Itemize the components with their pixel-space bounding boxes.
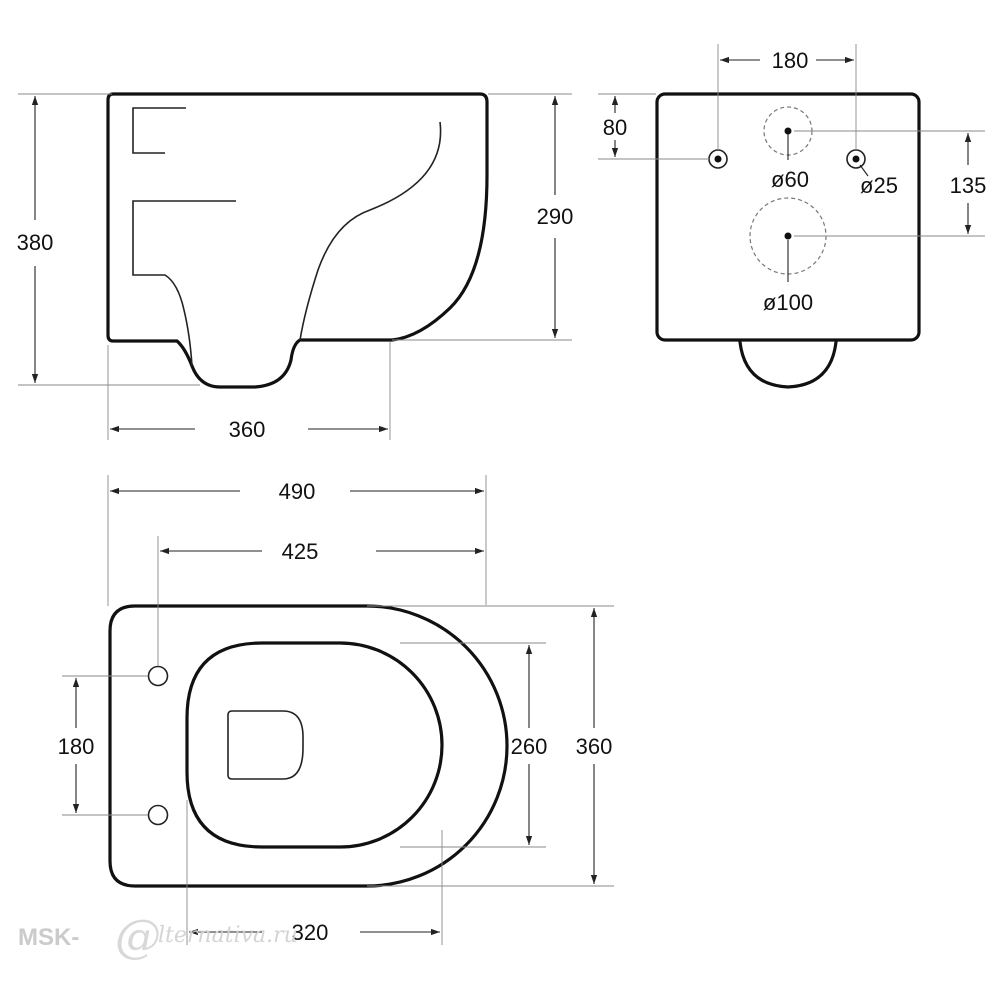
dim-label-bowl-length: 320 [292,920,329,945]
diameter-label-bolt: ø25 [860,173,898,198]
top-bolt-hole-lower [147,804,169,826]
watermark-at-sign: @ [115,909,161,963]
left-bolt-hole-center [714,155,722,163]
top-bolt-hole-upper [147,665,169,687]
dim-label-height-total: 380 [17,230,54,255]
dim-label-depth-base: 360 [229,417,266,442]
watermark-brand: MSK- [18,924,79,951]
dim-label-hole-spacing-top: 180 [58,734,95,759]
back-view-body-outline [655,92,921,342]
top-view-water-area [227,710,304,780]
dim-label-hole-spacing: 180 [772,48,809,73]
top-view: 490 425 180 260 360 320 [58,475,614,945]
outlet-center-dot [784,232,792,240]
side-view-outlet-bracket [132,200,236,367]
diameter-label-outlet: ø100 [763,290,813,315]
dim-label-bowl-width: 260 [511,734,548,759]
dim-label-height-body: 290 [537,204,574,229]
right-bolt-hole-center [852,155,860,163]
watermark-script: lternativa.ru [158,923,298,948]
top-view-body-outline [108,604,509,888]
back-view: 180 80 135 ø60 ø25 ø100 [598,44,987,389]
back-view-bottom-bulge [738,340,838,389]
top-view-bowl-opening [185,641,444,849]
upper-inlet-center-dot [784,127,792,135]
dim-label-width-total: 360 [576,734,613,759]
side-view-body-outline [106,92,489,389]
dim-label-top-offset: 80 [603,115,627,140]
leader-line [859,164,869,177]
side-view-inlet-bracket [132,107,186,154]
dim-label-vertical-spacing: 135 [950,173,987,198]
watermark: MSK- @ lternativa.ru [18,909,298,963]
dim-label-length-total: 490 [279,479,316,504]
side-view: 380 290 360 [17,92,574,442]
side-view-bowl-curve [299,121,442,341]
dim-label-length-holes: 425 [282,539,319,564]
diameter-label-upper: ø60 [771,167,809,192]
